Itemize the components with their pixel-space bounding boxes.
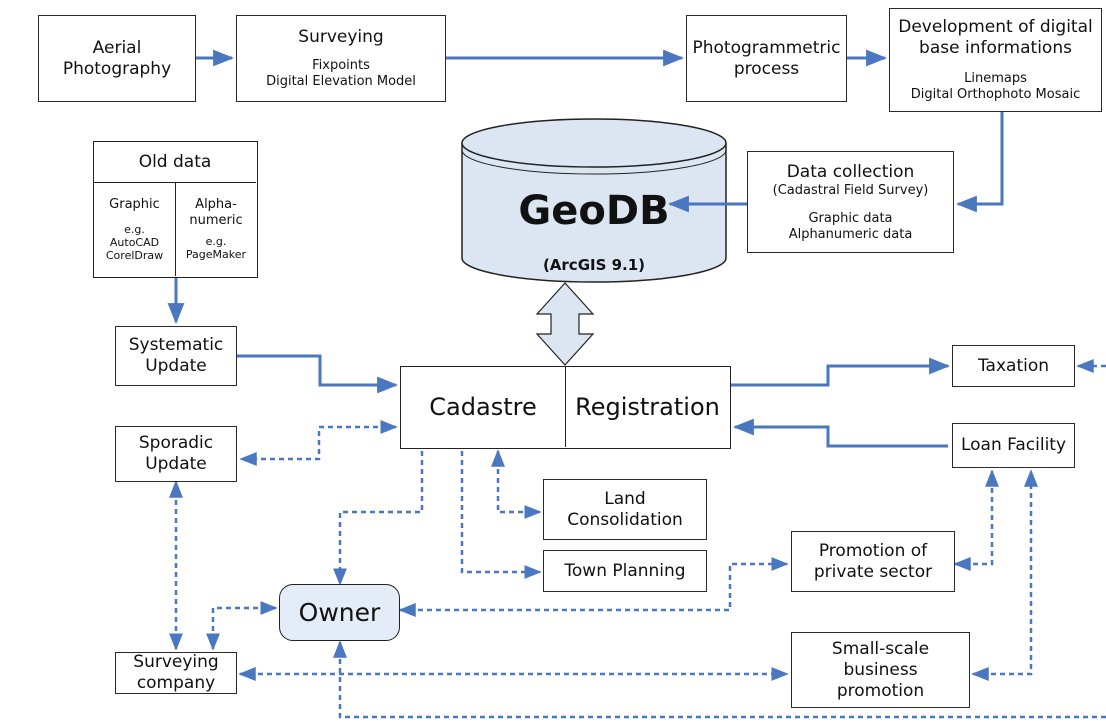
surveying-line-dem: Digital Elevation Model bbox=[266, 74, 416, 89]
registration-label: Registration bbox=[575, 393, 720, 421]
arrow-registration-taxation bbox=[731, 357, 951, 387]
geodb-subtitle: (ArcGIS 9.1) bbox=[542, 256, 646, 274]
development-line-orthophoto: Digital Orthophoto Mosaic bbox=[910, 87, 1081, 102]
aerial-photography-label: Aerial Photography bbox=[62, 37, 172, 79]
solid-arrows bbox=[167, 49, 1004, 448]
data-collection-box: Data collection (Cadastral Field Survey)… bbox=[747, 151, 954, 253]
arrow-cadastre-owner bbox=[333, 451, 424, 586]
data-collection-line-graphic: Graphic data bbox=[808, 210, 893, 226]
old-data-title: Old data bbox=[138, 151, 212, 172]
dashed-arrows bbox=[169, 359, 1106, 719]
land-consolidation-box: Land Consolidation bbox=[543, 479, 707, 540]
data-collection-sub: (Cadastral Field Survey) bbox=[772, 182, 929, 198]
owner-label: Owner bbox=[298, 598, 381, 627]
town-planning-box: Town Planning bbox=[543, 550, 707, 592]
cadastre-cell: Cadastre bbox=[401, 367, 566, 447]
old-data-alpha-eg: e.g. bbox=[205, 235, 227, 248]
geodb-cylinder bbox=[461, 118, 727, 283]
old-data-graphic-coreldraw: CorelDraw bbox=[105, 248, 164, 262]
surveying-company-label: Surveying company bbox=[133, 652, 219, 693]
arrow-promotionprivate-loan bbox=[953, 469, 999, 571]
taxation-box: Taxation bbox=[952, 345, 1075, 387]
systematic-update-box: Systematic Update bbox=[115, 326, 237, 386]
old-data-alpha-label: Alpha-numeric bbox=[189, 197, 243, 228]
loan-facility-label: Loan Facility bbox=[960, 435, 1067, 455]
development-box: Development of digital base informations… bbox=[889, 8, 1102, 112]
taxation-label: Taxation bbox=[977, 355, 1050, 376]
sporadic-update-box: Sporadic Update bbox=[115, 426, 237, 482]
old-data-graphic-eg: e.g. bbox=[124, 222, 145, 236]
arrow-owner-surveyingcompany bbox=[206, 601, 278, 651]
arrow-owner-promotionprivate bbox=[398, 557, 789, 617]
arrow-bottom-owner bbox=[333, 640, 1106, 719]
development-title: Development of digital base informations bbox=[898, 17, 1093, 58]
promotion-private-box: Promotion of private sector bbox=[791, 531, 955, 592]
data-collection-title: Data collection bbox=[786, 161, 915, 182]
data-collection-line-alphanumeric: Alphanumeric data bbox=[788, 226, 913, 242]
old-data-alpha-cell: Alpha-numeric e.g. PageMaker bbox=[176, 182, 256, 276]
old-data-box: Old data Graphic e.g. AutoCAD CorelDraw … bbox=[93, 141, 258, 278]
arrow-systematic-cadastre bbox=[236, 354, 399, 394]
geodb-cadastre-double-arrow bbox=[535, 282, 595, 366]
arrow-development-datacollection bbox=[955, 112, 1004, 213]
surveying-company-box: Surveying company bbox=[115, 652, 237, 694]
surveying-title: Surveying bbox=[298, 27, 384, 47]
town-planning-label: Town Planning bbox=[564, 560, 686, 581]
geodb-title: GeoDB bbox=[518, 188, 670, 234]
arrow-cadastre-landconsolidation bbox=[491, 449, 542, 519]
old-data-graphic-autocad: AutoCAD bbox=[109, 235, 160, 249]
arrow-cadastre-sporadic bbox=[239, 420, 398, 466]
old-data-graphic-cell: Graphic e.g. AutoCAD CorelDraw bbox=[94, 182, 176, 276]
small-scale-box: Small-scale business promotion bbox=[791, 632, 970, 708]
old-data-title-cell: Old data bbox=[94, 142, 256, 183]
sporadic-update-label: Sporadic Update bbox=[138, 433, 214, 474]
surveying-line-fixpoints: Fixpoints bbox=[312, 58, 370, 73]
photogrammetric-box: Photogrammetric process bbox=[686, 15, 847, 102]
aerial-photography-box: Aerial Photography bbox=[38, 15, 196, 102]
old-data-alpha-pagemaker: PageMaker bbox=[185, 248, 247, 261]
small-scale-label: Small-scale business promotion bbox=[831, 638, 930, 701]
systematic-update-label: Systematic Update bbox=[128, 335, 224, 376]
cadastre-registration-box: Cadastre Registration bbox=[400, 366, 731, 449]
arrow-loan-registration bbox=[732, 418, 948, 448]
registration-cell: Registration bbox=[566, 367, 729, 447]
land-consolidation-label: Land Consolidation bbox=[567, 488, 683, 530]
cadastre-label: Cadastre bbox=[429, 393, 537, 421]
surveying-box: Surveying Fixpoints Digital Elevation Mo… bbox=[236, 15, 446, 102]
arrow-smallscale-loan bbox=[971, 469, 1038, 681]
development-line-linemaps: Linemaps bbox=[964, 71, 1027, 86]
old-data-graphic-label: Graphic bbox=[109, 196, 160, 212]
loan-facility-box: Loan Facility bbox=[952, 423, 1075, 468]
owner-node: Owner bbox=[279, 584, 400, 641]
photogrammetric-label: Photogrammetric process bbox=[692, 37, 841, 79]
promotion-private-label: Promotion of private sector bbox=[813, 540, 933, 582]
